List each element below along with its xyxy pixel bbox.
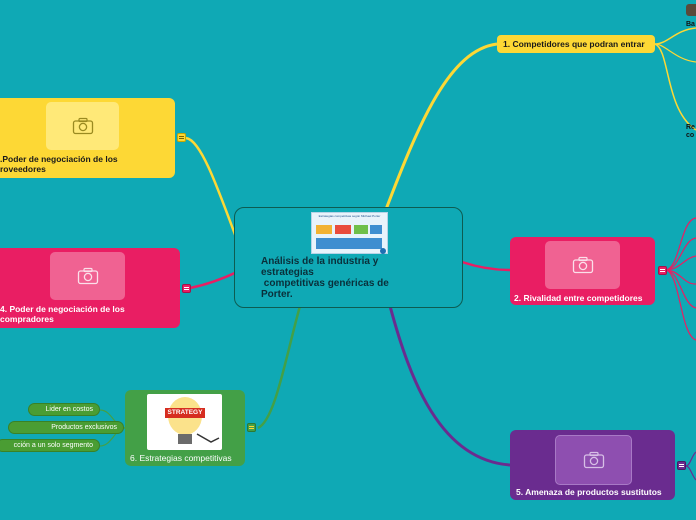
node-rivalry-label: 2. Rivalidad entre competidores <box>514 293 643 303</box>
thumbnail-title: Estrategias competitivas según Michael P… <box>318 214 381 218</box>
note-icon[interactable] <box>677 461 686 470</box>
lightbulb-icon <box>165 397 220 444</box>
note-icon[interactable] <box>658 266 667 275</box>
note-icon[interactable] <box>182 284 191 293</box>
node-buyers-label: 4. Poder de negociación de los comprador… <box>0 304 125 324</box>
node-buyers[interactable]: 4. Poder de negociación de los comprador… <box>0 248 180 328</box>
edge-label-co: co <box>686 132 695 139</box>
central-topic-title: Análisis de la industria y estrategias c… <box>261 256 389 300</box>
node-rivalry[interactable]: 2. Rivalidad entre competidores <box>510 237 655 305</box>
node-strategies-label: 6. Estrategias competitivas <box>130 453 232 463</box>
avatar <box>686 4 696 16</box>
strategy-item-cost-leader[interactable]: Lider en costos <box>28 403 100 416</box>
note-icon[interactable] <box>247 423 256 432</box>
camera-icon <box>72 117 93 135</box>
edge-label-re: Re <box>686 124 695 131</box>
camera-icon <box>572 256 593 274</box>
central-topic[interactable]: Estrategias competitivas según Michael P… <box>234 207 463 308</box>
node-substitutes[interactable]: 5. Amenaza de productos sustitutos <box>510 430 675 500</box>
node-substitutes-label: 5. Amenaza de productos sustitutos <box>516 487 662 497</box>
strategy-image-word: STRATEGY <box>167 409 203 416</box>
camera-icon <box>77 267 98 285</box>
camera-icon <box>583 451 604 469</box>
node-suppliers[interactable]: .Poder de negociación de los roveedores <box>0 98 175 178</box>
node-suppliers-label: .Poder de negociación de los roveedores <box>0 154 118 174</box>
image-placeholder[interactable] <box>50 252 125 300</box>
link-icon[interactable] <box>380 248 386 254</box>
image-placeholder[interactable] <box>46 102 119 150</box>
note-icon[interactable] <box>177 133 186 142</box>
image-placeholder[interactable] <box>545 241 620 289</box>
node-competitors-label: 1. Competidores que podran entrar <box>503 39 645 49</box>
central-thumbnail[interactable]: Estrategias competitivas según Michael P… <box>311 212 388 254</box>
image-placeholder[interactable] <box>555 435 632 485</box>
edge-label-ba: Ba <box>686 21 695 28</box>
strategy-item-single-segment[interactable]: cción a un solo segmento <box>0 439 100 452</box>
node-strategies[interactable]: STRATEGY 6. Estrategias competitivas <box>125 390 245 466</box>
strategy-item-exclusive-products[interactable]: Productos exclusivos <box>8 421 124 434</box>
node-competitors[interactable]: 1. Competidores que podran entrar <box>497 35 655 53</box>
strategy-image[interactable]: STRATEGY <box>147 394 222 450</box>
